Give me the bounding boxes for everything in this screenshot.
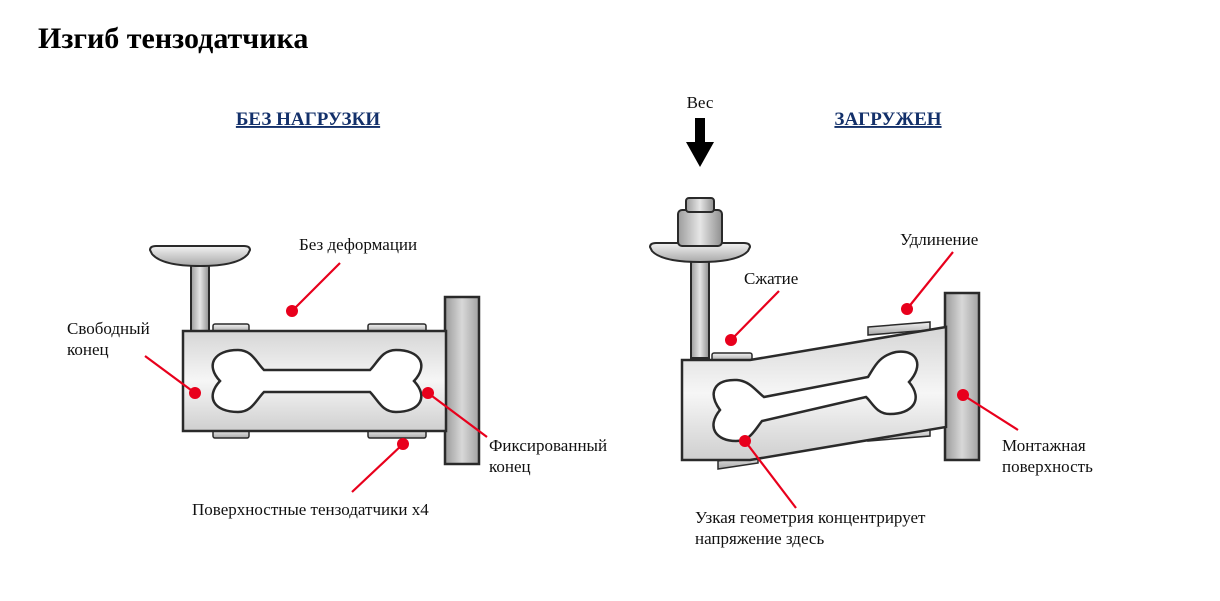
label-elongation: Удлинение (900, 230, 978, 249)
unloaded-markers (189, 305, 434, 450)
label-no-deformation: Без деформации (299, 235, 417, 254)
loaded-heading: ЗАГРУЖЕН (834, 109, 941, 130)
marker-compression (725, 334, 737, 346)
label-mounting-surface-line1: Монтажная (1002, 436, 1086, 455)
label-narrow-geometry: Узкая геометрия концентрирует напряжение… (695, 508, 930, 548)
label-fixed-end-line1: Фиксированный (489, 436, 607, 455)
page-title: Изгиб тензодатчика (38, 22, 309, 55)
label-mounting-surface: Монтажная поверхность (1002, 436, 1093, 476)
label-weight: Вес (687, 93, 714, 112)
label-narrow-geometry-line2: напряжение здесь (695, 529, 824, 548)
unloaded-heading: БЕЗ НАГРУЗКИ (236, 109, 380, 130)
marker-elongation (901, 303, 913, 315)
label-mounting-surface-line2: поверхность (1002, 457, 1093, 476)
marker-narrow-geometry (739, 435, 751, 447)
marker-mounting-surface (957, 389, 969, 401)
unloaded-platform (148, 245, 252, 333)
label-surface-gauges: Поверхностные тензодатчики x4 (192, 500, 429, 519)
weight-arrow-icon (686, 118, 714, 167)
unloaded-beam-body (181, 329, 448, 433)
marker-fixed-end (422, 387, 434, 399)
label-narrow-geometry-line1: Узкая геометрия концентрирует (695, 508, 926, 527)
marker-bottom-gauge (397, 438, 409, 450)
label-free-end-line1: Свободный (67, 319, 150, 338)
marker-free-end (189, 387, 201, 399)
loaded-leader-lines (730, 251, 1019, 509)
unloaded-leader-lines (144, 262, 488, 493)
label-free-end: Свободный конец (67, 319, 154, 359)
marker-top-gauge (286, 305, 298, 317)
loaded-mounting-plate (943, 291, 981, 462)
label-fixed-end-line2: конец (489, 457, 531, 476)
loaded-platform (648, 197, 752, 359)
loaded-markers (725, 303, 969, 447)
label-compression: Сжатие (744, 269, 798, 288)
loaded-beam-body (680, 325, 948, 462)
label-free-end-line2: конец (67, 340, 109, 359)
label-fixed-end: Фиксированный конец (489, 436, 611, 476)
unloaded-mounting-plate (443, 295, 481, 466)
